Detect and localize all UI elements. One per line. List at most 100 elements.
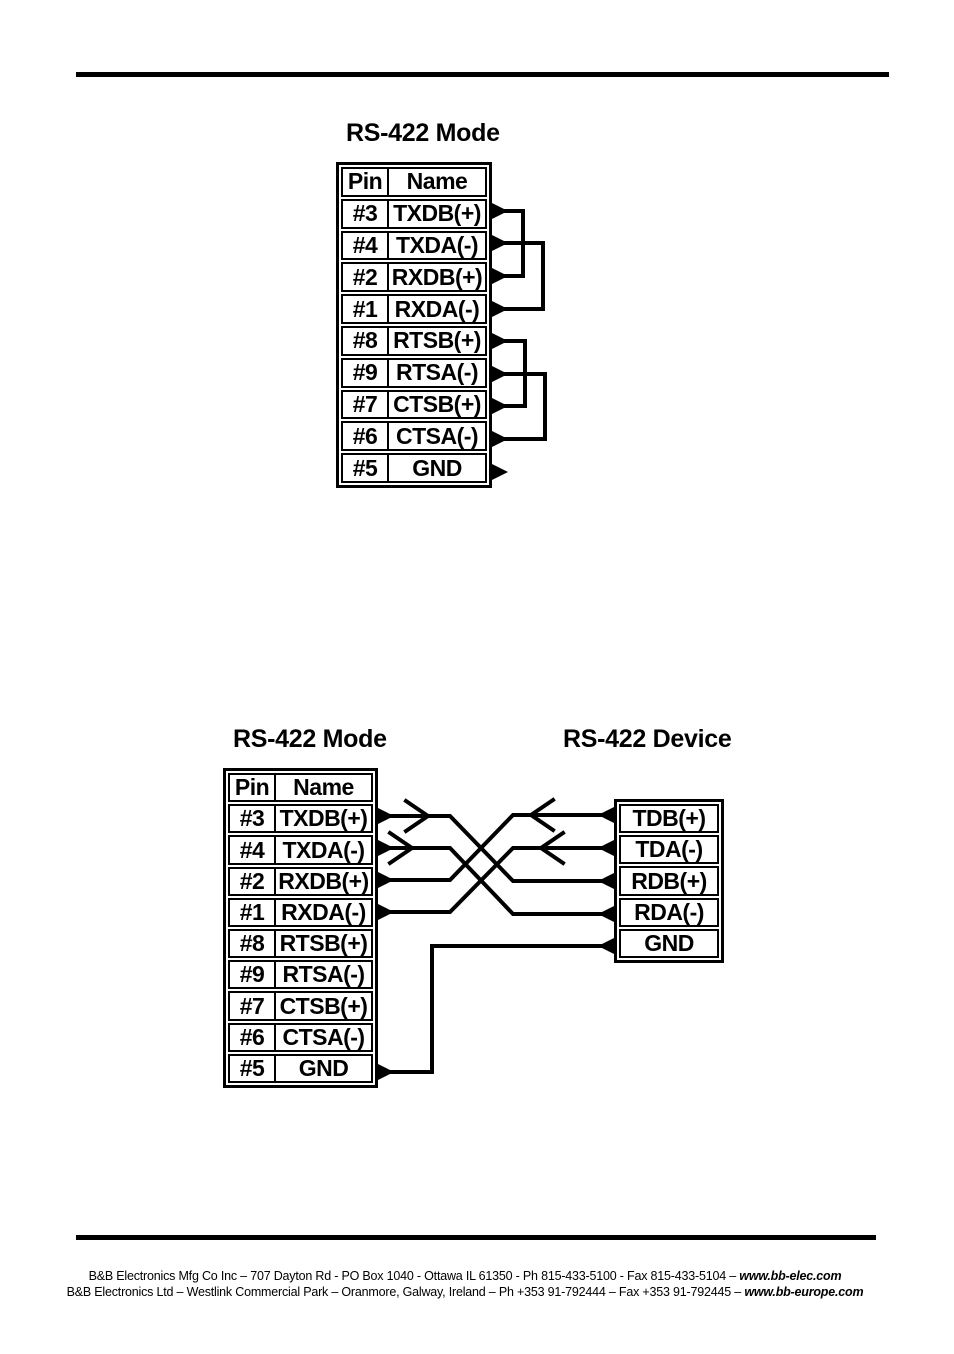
connector-tap	[378, 904, 394, 920]
arrow-left-icon	[537, 830, 566, 866]
table-row: #2 RXDB(+)	[341, 262, 487, 293]
connector-tap	[598, 938, 614, 954]
name-cell: GND	[298, 1054, 349, 1081]
wire-txda-to-rda	[376, 846, 616, 916]
table-row: #5 GND	[341, 453, 487, 483]
device-diagram-left-title: RS-422 Mode	[233, 725, 387, 753]
name-cell: RDA(-)	[634, 898, 704, 925]
table-row: #8 RTSB(+)	[228, 929, 373, 959]
name-cell: RXDB(+)	[278, 867, 369, 894]
table-row: #3 TXDB(+)	[341, 198, 487, 229]
connector-tap	[492, 203, 508, 219]
name-cell: TXDA(-)	[395, 232, 479, 258]
name-cell: CTSB(+)	[393, 390, 481, 417]
table-row: GND	[619, 928, 719, 959]
top-rule	[76, 72, 889, 77]
pin-header-cell: Pin	[343, 168, 389, 195]
name-cell: RDB(+)	[631, 867, 707, 894]
pin-cell: #6	[230, 1024, 276, 1050]
footer-address-europe: B&B Electronics Ltd – Westlink Commercia…	[66, 1285, 745, 1299]
footer-url-europe: www.bb-europe.com	[744, 1285, 864, 1299]
connector-tap	[378, 872, 394, 888]
name-cell: GND	[412, 454, 462, 481]
pin-cell: #1	[230, 899, 276, 926]
table-header-row: Pin Name	[341, 167, 487, 197]
pin-cell: #4	[343, 232, 389, 259]
name-cell: RTSB(+)	[393, 327, 481, 354]
arrow-right-icon	[403, 798, 432, 834]
name-cell: GND	[644, 929, 694, 956]
table-row: TDA(-)	[619, 835, 719, 865]
wire-txda-to-rxda	[490, 241, 545, 311]
name-cell: TXDB(+)	[279, 805, 368, 832]
loopback-pin-table: Pin Name #3 TXDB(+) #4 TXDA(-) #2 RXDB(+…	[336, 162, 492, 488]
wire-rxdb-to-tdb	[376, 813, 616, 882]
pin-cell: #9	[230, 961, 276, 988]
name-cell: TDA(-)	[635, 836, 703, 863]
table-row: #1 RXDA(-)	[228, 897, 373, 928]
connector-tap	[598, 873, 614, 889]
wire-txdb-to-rxdb	[490, 209, 525, 278]
table-row: #4 TXDA(-)	[228, 835, 373, 865]
table-row: #1 RXDA(-)	[341, 294, 487, 324]
pin-cell: #2	[230, 868, 276, 894]
pin-cell: #6	[343, 423, 389, 450]
pin-cell: #5	[230, 1055, 276, 1082]
pin-cell: #7	[343, 391, 389, 418]
connector-tap	[378, 840, 394, 856]
arrow-left-icon	[527, 797, 556, 833]
name-cell: RTSA(-)	[395, 359, 479, 386]
table-row: #9 RTSA(-)	[228, 960, 373, 990]
name-cell: TXDA(-)	[282, 836, 365, 863]
name-cell: RTSB(+)	[279, 930, 368, 957]
pin-cell: #4	[230, 837, 276, 863]
table-header-row: Pin Name	[228, 773, 373, 803]
wire-rtsa-to-ctsa	[490, 372, 547, 441]
connector-tap	[598, 807, 614, 823]
pin-cell: #2	[343, 264, 389, 291]
pin-cell: #5	[343, 455, 389, 481]
name-cell: TDB(+)	[632, 805, 706, 832]
wire-rtsb-to-ctsb	[490, 339, 527, 408]
pin-cell: #1	[343, 296, 389, 322]
table-row: #3 TXDB(+)	[228, 804, 373, 834]
name-header-cell: Name	[293, 774, 354, 801]
device-signal-table: TDB(+) TDA(-) RDB(+) RDA(-) GND	[614, 799, 724, 963]
footer-address-us: B&B Electronics Mfg Co Inc – 707 Dayton …	[88, 1269, 740, 1283]
connector-tap-gnd-stub	[492, 464, 508, 480]
connector-tap	[492, 268, 508, 284]
name-cell: RXDA(-)	[281, 898, 366, 925]
device-diagram-right-title: RS-422 Device	[563, 725, 732, 753]
table-row: #2 RXDB(+)	[228, 866, 373, 896]
bottom-rule	[76, 1235, 876, 1240]
name-cell: RXDA(-)	[394, 295, 480, 322]
table-row: RDA(-)	[619, 897, 719, 927]
footer-url-us: www.bb-elec.com	[739, 1269, 842, 1283]
pin-cell: #3	[343, 200, 389, 227]
pin-cell: #3	[230, 805, 276, 832]
table-row: #5 GND	[228, 1053, 373, 1084]
wire-txdb-to-rdb	[376, 814, 616, 883]
connector-tap	[598, 840, 614, 856]
table-row: #4 TXDA(-)	[341, 230, 487, 261]
name-cell: CTSA(-)	[282, 1023, 365, 1050]
wire-gnd-to-gnd	[376, 944, 616, 1074]
connector-tap	[492, 431, 508, 447]
footer: B&B Electronics Mfg Co Inc – 707 Dayton …	[0, 1268, 930, 1300]
footer-line-europe: B&B Electronics Ltd – Westlink Commercia…	[0, 1284, 930, 1300]
pin-cell: #8	[230, 930, 276, 957]
pin-cell: #7	[230, 993, 276, 1019]
name-header-cell: Name	[406, 168, 468, 195]
table-row: #6 CTSA(-)	[341, 421, 487, 452]
connector-tap	[378, 1064, 394, 1080]
table-row: #7 CTSB(+)	[341, 389, 487, 420]
pin-cell: #8	[343, 327, 389, 354]
wire-rxda-to-tda	[376, 846, 616, 914]
table-row: RDB(+)	[619, 866, 719, 896]
pin-cell: #9	[343, 359, 389, 386]
table-row: TDB(+)	[619, 804, 719, 834]
connector-tap	[492, 398, 508, 414]
table-row: #9 RTSA(-)	[341, 357, 487, 388]
connector-tap	[378, 808, 394, 824]
